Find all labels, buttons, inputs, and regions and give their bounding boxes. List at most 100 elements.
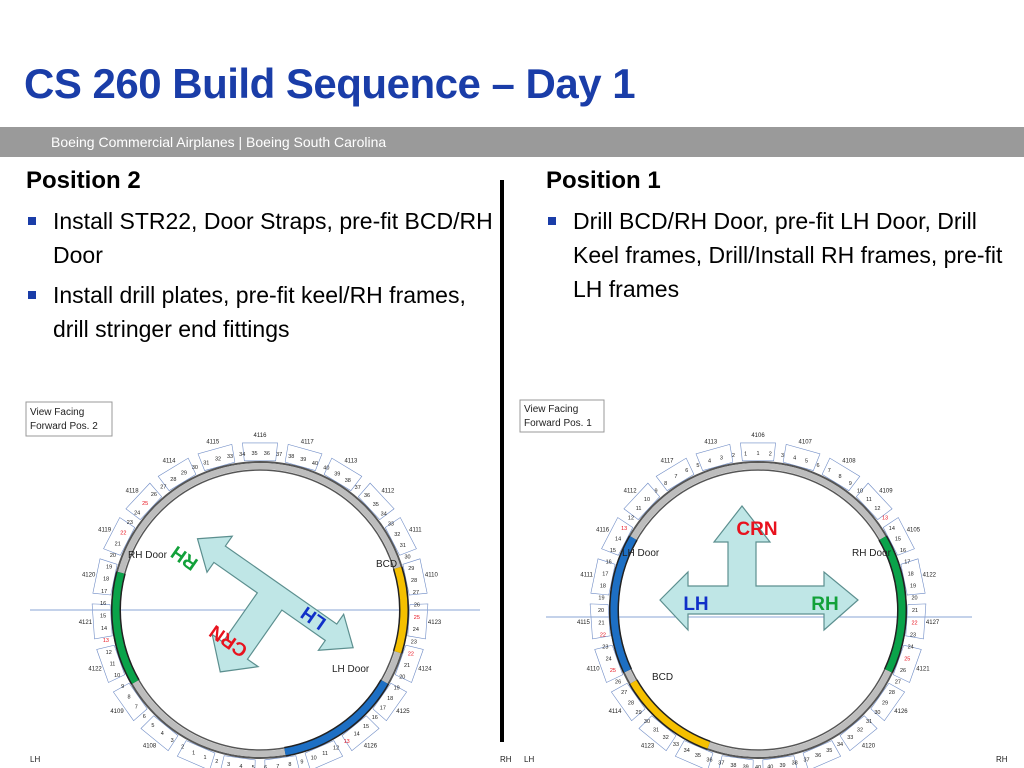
lh-door-arc-outline [284,679,390,757]
stringer-number: 3 [171,738,174,744]
stringer-number: 17 [904,559,910,565]
stringer-number: 25 [610,668,616,674]
stringer-number: 40 [755,765,761,768]
rh-door-arc [879,536,906,673]
panel-outline [610,682,646,722]
stringer-number: 20 [911,596,917,602]
stringer-number: 6 [143,714,146,720]
company-subtitle: Boeing Commercial Airplanes | Boeing Sou… [51,134,387,150]
panel-outline [802,740,842,768]
panel-number: 4110 [587,667,601,673]
bcd-label: BCD [652,672,673,683]
corner-label-lh: LH [524,755,535,764]
stringer-number: 5 [696,463,699,469]
panel-outline [92,558,118,596]
panel-number: 4125 [396,709,410,715]
stringer-number: 17 [602,571,608,577]
panel-outline [284,443,323,471]
bullet-text: Install drill plates, pre-fit keel/RH fr… [53,282,466,342]
stringer-number: 14 [101,626,107,632]
stringer-number: 23 [910,633,916,639]
stringer-number: 29 [408,566,414,572]
stringer-number: 18 [908,571,914,577]
stringer-number: 37 [803,757,809,763]
stringer-number: 1 [744,451,747,457]
stringer-number: 12 [333,745,339,751]
stringer-number: 14 [354,732,360,738]
stringer-number: 7 [828,468,831,474]
stringer-number: 3 [781,453,784,459]
stringer-number: 9 [121,684,124,690]
corner-label-rh: RH [500,755,512,764]
panel-outline [892,644,922,683]
corner-label-lh: LH [30,755,41,764]
stringer-number: 8 [288,762,291,768]
stringer-number: 4 [239,764,242,768]
panel-number: 4120 [862,744,876,750]
panel-outline [176,740,216,768]
stringer-number: 5 [151,723,154,729]
stringer-number: 38 [730,763,736,768]
stringer-number: 5 [252,765,255,768]
stringer-number: 35 [251,451,257,457]
stringer-number: 32 [394,532,400,538]
stringer-number: 27 [413,590,419,596]
stringer-number: 19 [910,583,916,589]
panel-outline [740,442,776,462]
panel-outline [357,482,395,521]
panel-number: 4124 [418,667,432,673]
bcd-label: BCD [376,559,397,570]
stringer-number: 21 [912,608,918,614]
panel-outline [197,443,236,471]
stringer-number: 30 [874,710,880,716]
stringer-number: 40 [323,466,329,472]
panel-number: 4109 [110,709,124,715]
panel-outline [638,715,677,752]
bcd-arc [630,680,710,749]
panel-number: 4115 [206,439,220,445]
stringer-number: 33 [227,454,233,460]
bcd-arc-outline [628,679,711,751]
stringer-number: 1 [192,750,195,756]
stringer-number: 21 [115,542,121,548]
stringer-number: 7 [674,474,677,480]
stringer-number: 39 [743,765,749,768]
stringer-number: 15 [895,537,901,543]
panel-number: 4120 [82,572,96,578]
stringer-number: 28 [170,477,176,483]
panel-number: 4112 [381,489,395,495]
stringer-number: 19 [106,565,112,571]
stringer-number: 10 [644,497,650,503]
stringer-number: 26 [615,679,621,685]
stringer-number: 14 [615,537,621,543]
panel-outline [601,517,634,556]
panel-number: 4115 [577,620,591,626]
stringer-number: 29 [882,700,888,706]
panel-outline [402,558,428,596]
stringer-number: 7 [276,764,279,768]
panel-number: 4117 [301,439,315,445]
stringer-number: 27 [160,484,166,490]
panel-number: 4122 [88,667,102,673]
stringer-number: 4 [161,731,164,737]
stringer-number: 16 [606,559,612,565]
stringer-number: 6 [817,463,820,469]
stringer-number: 22 [408,651,414,657]
stringer-number: 2 [181,745,184,751]
stringer-number: 9 [655,489,658,495]
stringer-number: 33 [388,521,394,527]
rh-door-arc [112,571,139,684]
stringer-number: 36 [706,757,712,763]
panel-number: 4107 [799,439,813,445]
arrow-crn-label: CRN [736,519,777,540]
panel-outline [407,603,429,640]
panel-outline [91,603,113,640]
door-arcs [111,566,409,757]
stringer-number: 24 [908,645,914,651]
stringer-number: 2 [732,453,735,459]
stringer-number: 21 [404,663,410,669]
panel-outline [655,457,695,492]
stringer-number: 12 [628,516,634,522]
stringer-number: 2 [769,451,772,457]
stringer-number: 18 [103,577,109,583]
